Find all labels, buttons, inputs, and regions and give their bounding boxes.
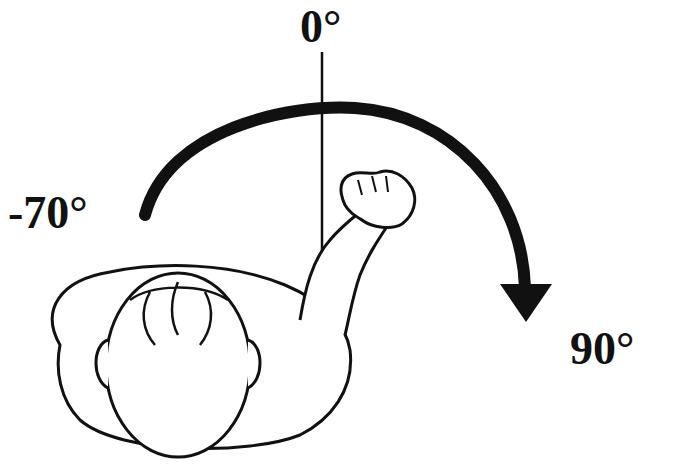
- angle-label: -70°: [8, 190, 88, 236]
- rotation-arc: [145, 108, 525, 288]
- angle-label: 0°: [300, 4, 341, 50]
- hair-lines: [130, 282, 228, 345]
- angle-label: 90°: [570, 326, 634, 372]
- arrowhead: [500, 284, 552, 322]
- ear: [96, 340, 108, 388]
- arm-outline: [300, 212, 388, 335]
- head: [106, 273, 250, 457]
- ear: [248, 340, 260, 388]
- fist: [341, 171, 415, 228]
